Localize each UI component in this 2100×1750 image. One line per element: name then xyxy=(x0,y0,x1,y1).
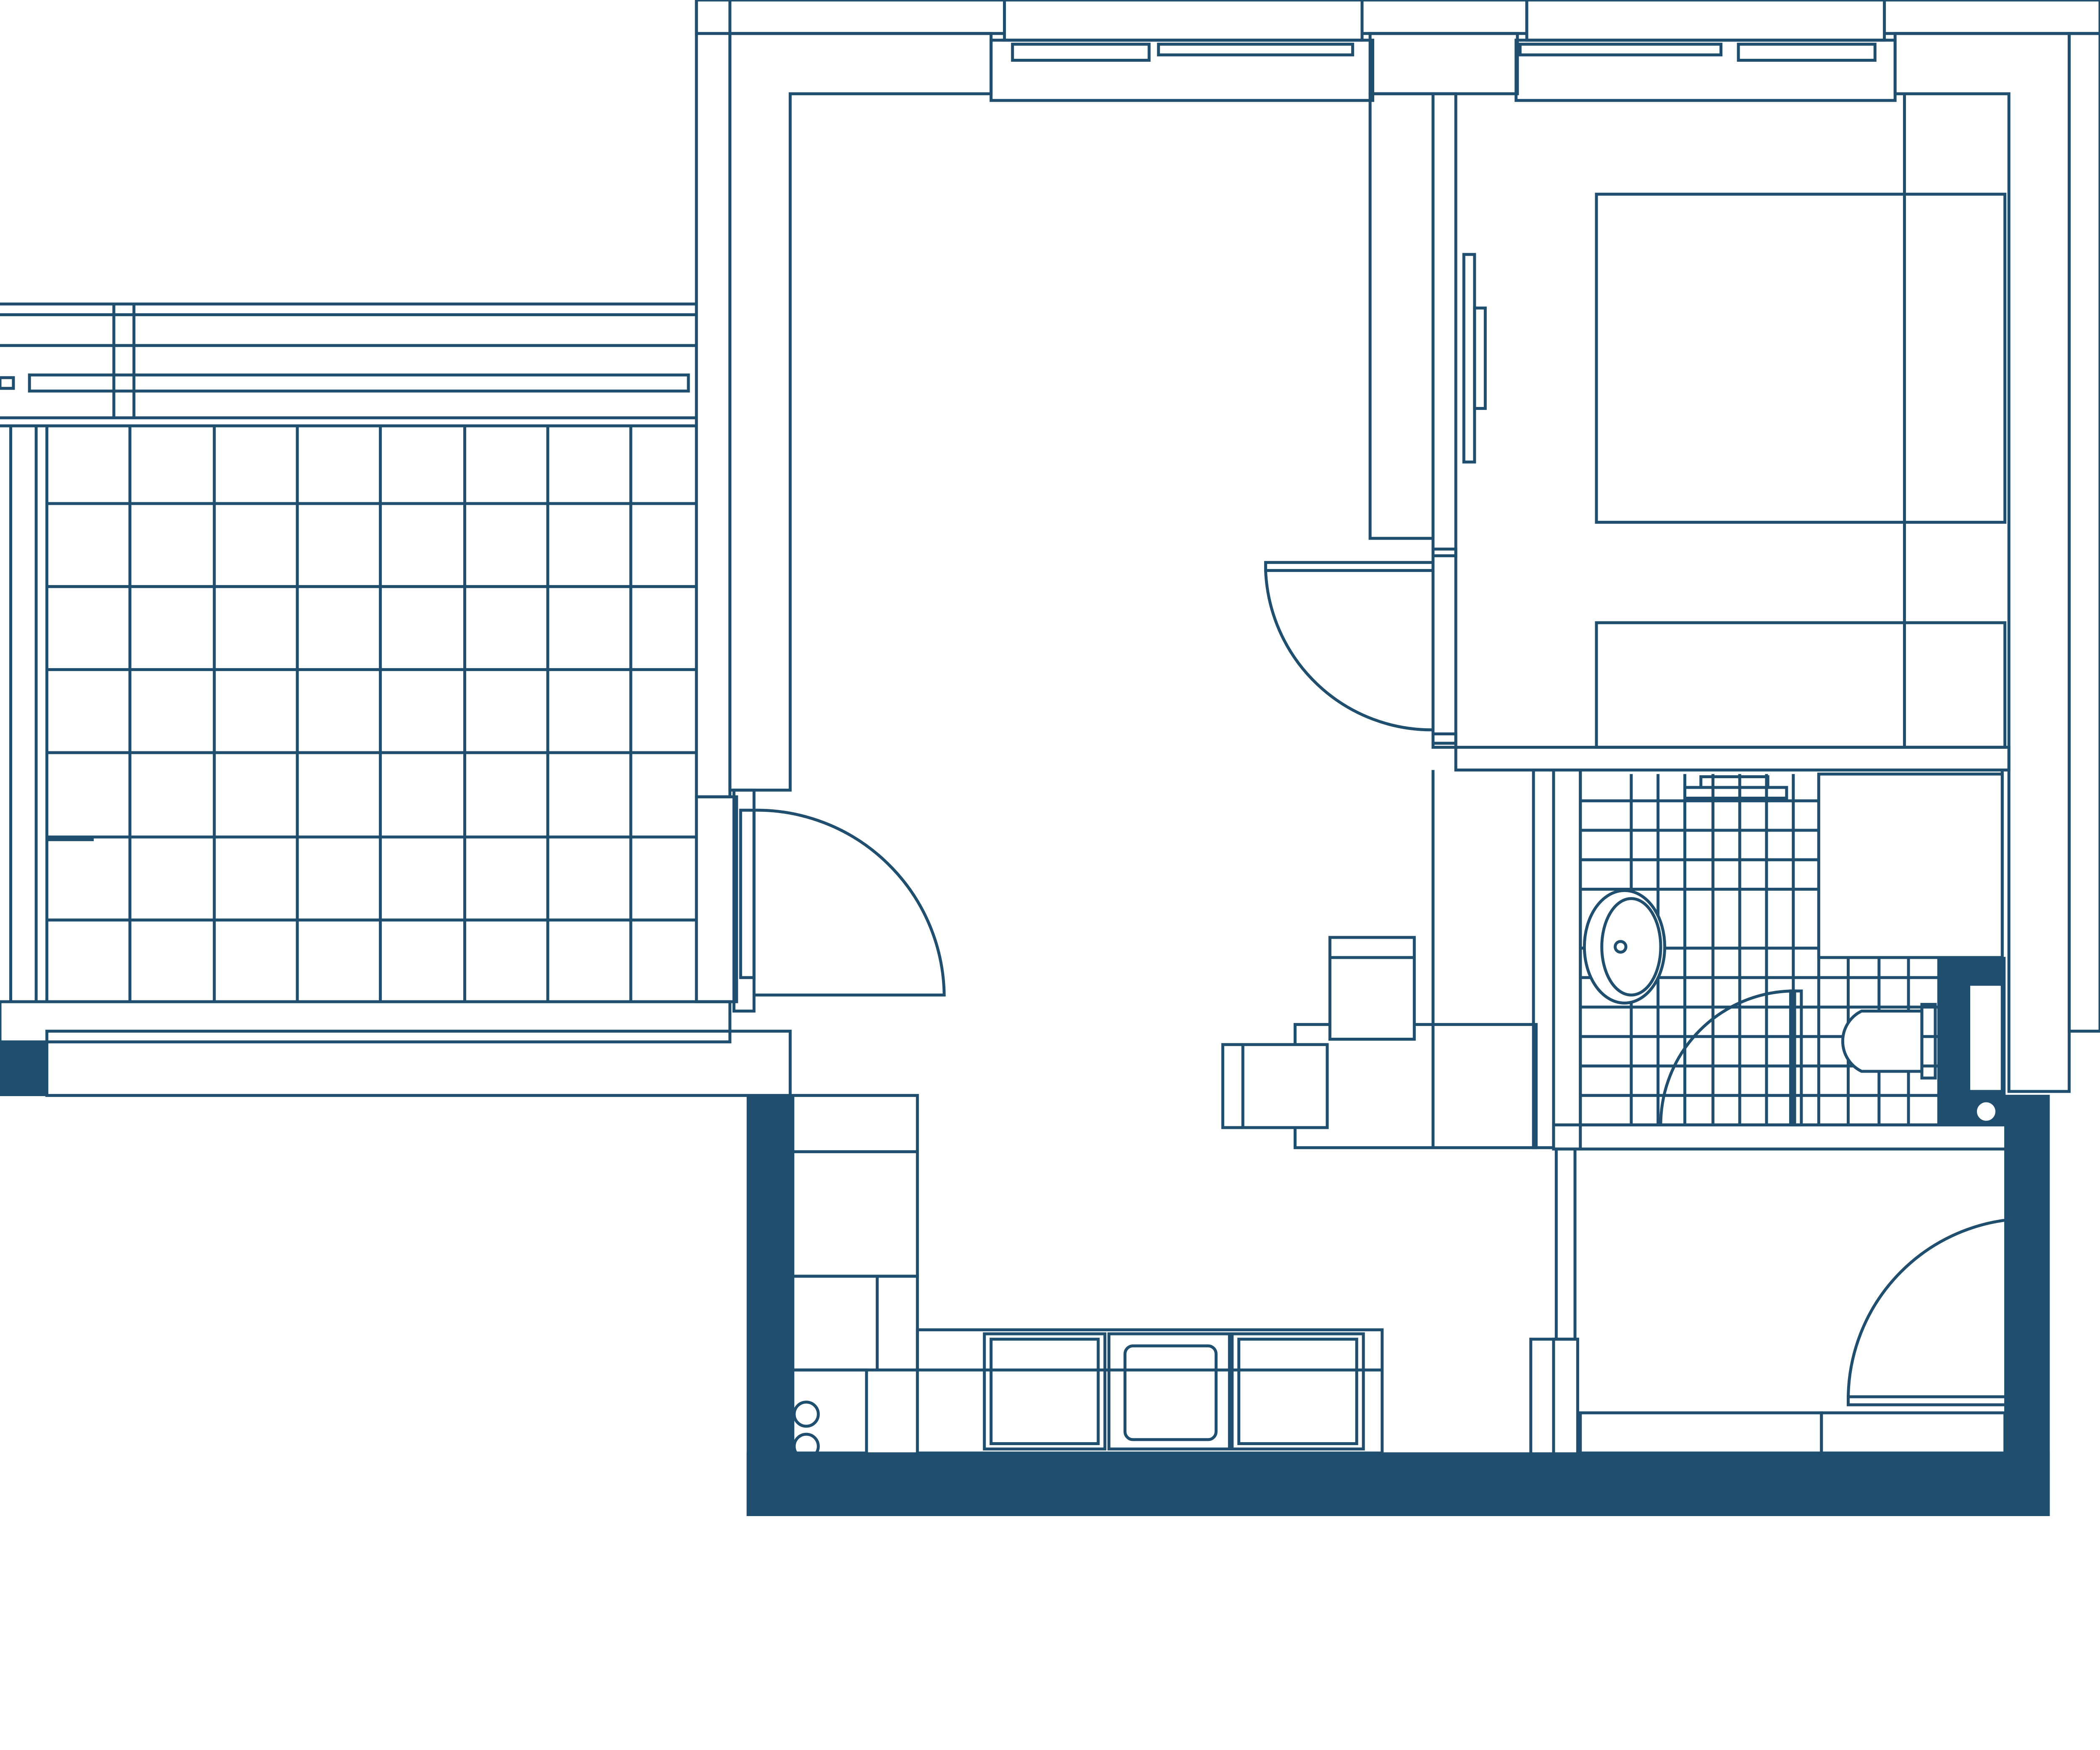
plan-line xyxy=(695,0,732,798)
plan-line xyxy=(1883,0,2100,35)
plan-line xyxy=(1237,1338,1358,1446)
cabinet xyxy=(983,1332,1107,1451)
dining-set xyxy=(1221,769,1577,1341)
plan-line xyxy=(746,1094,794,1516)
plan-line xyxy=(1683,786,1788,800)
plan-line xyxy=(1264,561,1435,572)
plan-line xyxy=(1473,306,1487,410)
plan-line xyxy=(1552,1123,2011,1151)
plan-line xyxy=(1552,769,1582,1151)
plan-line xyxy=(695,0,1006,35)
plan-line xyxy=(0,376,15,390)
entrance-door xyxy=(1846,1217,2029,1400)
bedroom-door xyxy=(1264,570,1433,732)
plan-line xyxy=(2023,1210,2040,1401)
washing-machine xyxy=(1817,772,2004,959)
plan-line xyxy=(791,1368,868,1455)
plan-line xyxy=(1920,1003,1937,1080)
plan-line xyxy=(990,39,1375,102)
hob-burner xyxy=(793,1401,820,1428)
plan-line xyxy=(1157,42,1354,57)
plan-line xyxy=(1011,42,1151,62)
cabinet xyxy=(1231,1332,1365,1451)
windows xyxy=(990,0,1897,102)
plan-line xyxy=(1737,42,1877,62)
balcony-tiles xyxy=(47,426,697,1002)
kitchen xyxy=(791,1094,1384,1460)
bed xyxy=(1595,192,2007,524)
plan-line xyxy=(0,1041,48,1097)
bathroom xyxy=(1579,769,2004,1127)
plan-line xyxy=(791,1094,919,1278)
plan-line xyxy=(791,1275,919,1372)
plan-line xyxy=(739,808,756,979)
plan-line xyxy=(1360,0,1528,35)
hob-burner xyxy=(793,1433,820,1460)
chair xyxy=(1328,936,1416,1041)
plan-line xyxy=(990,1338,1100,1446)
floor-plan xyxy=(0,0,2100,1516)
balcony xyxy=(0,302,756,1013)
plan-line xyxy=(1124,1344,1218,1441)
plan-line xyxy=(0,1000,732,1044)
plan-line xyxy=(1967,983,2004,1093)
plan-line xyxy=(746,1452,2050,1516)
oven xyxy=(1107,1332,1231,1451)
plan-line xyxy=(1525,0,1886,42)
plan-line xyxy=(728,32,993,792)
plan-line xyxy=(1431,547,1457,745)
plan-line xyxy=(1699,775,1769,789)
plan-line xyxy=(695,795,738,1003)
plan-line xyxy=(1462,253,1476,464)
table xyxy=(1294,1023,1538,1149)
chair xyxy=(1221,1043,1329,1129)
plan-line xyxy=(1431,732,2011,772)
plan-line xyxy=(28,373,690,393)
toilet xyxy=(1841,1010,1924,1073)
hallway xyxy=(1529,1338,2007,1475)
plan-line xyxy=(1518,42,1723,57)
plan-line xyxy=(1820,1411,2007,1455)
plan-line xyxy=(1515,39,1897,102)
dresser xyxy=(1595,621,2007,749)
plan-line xyxy=(1368,32,1519,95)
plan-line xyxy=(2068,32,2100,1033)
solid-walls xyxy=(0,957,2050,1516)
plan-line xyxy=(2004,1094,2050,1516)
plan-line xyxy=(916,1328,1384,1455)
plan-line xyxy=(1846,1395,2031,1406)
plan-line xyxy=(1614,940,1628,954)
plan-line xyxy=(1579,1411,1823,1455)
bedroom-furniture xyxy=(1368,92,2007,749)
plan-line xyxy=(1974,1099,1998,1124)
balcony-door xyxy=(754,808,946,997)
plan-line xyxy=(1431,92,1457,557)
plan-line xyxy=(1003,0,1364,42)
doors xyxy=(754,547,2040,1406)
bathroom-door xyxy=(1659,989,1796,1125)
wardrobe xyxy=(1368,92,1435,540)
plan-line xyxy=(1529,1338,1555,1475)
plan-line xyxy=(1600,897,1662,997)
plan-line xyxy=(1554,1147,1577,1341)
plan-line xyxy=(1532,769,1555,1149)
